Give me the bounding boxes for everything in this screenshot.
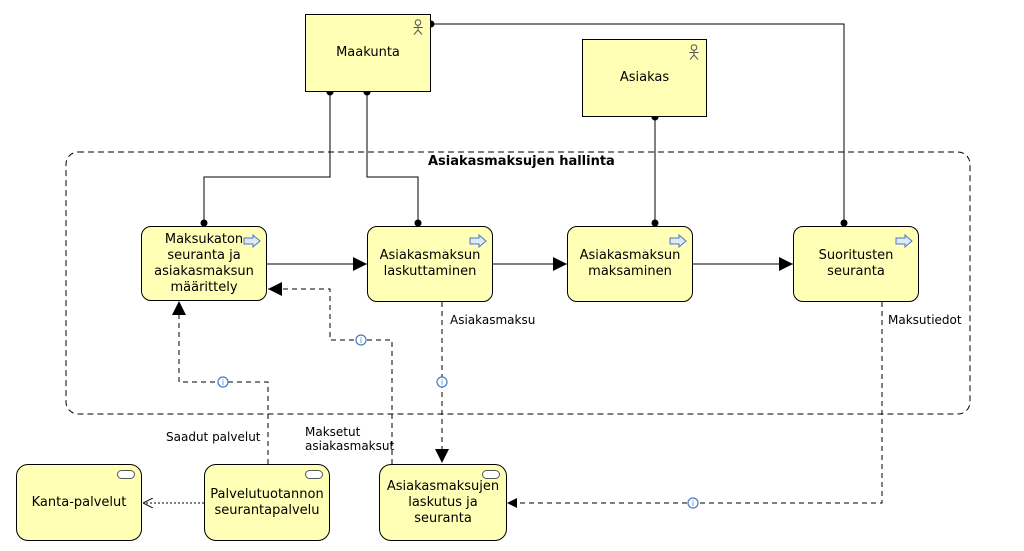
process-arrow-icon <box>669 234 687 248</box>
actor-icon <box>413 19 423 35</box>
process-arrow-icon <box>895 234 913 248</box>
process-maksaminen[interactable]: Asiakasmaksun maksaminen <box>567 226 693 302</box>
service-palvelutuotannon[interactable]: Palvelutuotannon seurantapalvelu <box>204 464 330 541</box>
process-laskuttaminen[interactable]: Asiakasmaksun laskuttaminen <box>367 226 493 302</box>
service-icon <box>117 470 135 479</box>
process-suoritusten-label: Suoritusten seuranta <box>818 248 894 279</box>
info-icon: i <box>217 376 229 388</box>
actor-icon <box>689 44 699 60</box>
edge-maakunta-maksukaton <box>200 88 334 227</box>
service-laskutus-label: Asiakasmaksujen laskutus ja seuranta <box>386 478 500 526</box>
service-laskutus[interactable]: Asiakasmaksujen laskutus ja seuranta <box>379 464 507 541</box>
info-icon: i <box>355 334 367 346</box>
svg-text:i: i <box>441 378 443 387</box>
svg-text:i: i <box>222 378 224 387</box>
actor-asiakas[interactable]: Asiakas <box>582 39 707 117</box>
service-palvelutuotannon-label: Palvelutuotannon seurantapalvelu <box>210 486 324 518</box>
flow-label-maksetut: Maksetut asiakasmaksut <box>305 425 395 453</box>
service-icon <box>482 470 500 479</box>
flow-label-saadut: Saadut palvelut <box>166 430 261 444</box>
flow-label-maksutiedot: Maksutiedot <box>888 313 962 327</box>
process-maksukaton[interactable]: Maksukaton seuranta ja asiakasmaksun mää… <box>141 226 267 301</box>
edge-maakunta-suoritusten <box>427 20 848 227</box>
info-icon: i <box>436 376 448 388</box>
flow-label-asiakasmaksu: Asiakasmaksu <box>450 313 536 327</box>
process-arrow-icon <box>469 234 487 248</box>
process-maksukaton-label: Maksukaton seuranta ja asiakasmaksun mää… <box>154 231 254 295</box>
process-laskuttaminen-label: Asiakasmaksun laskuttaminen <box>379 248 481 279</box>
service-kanta-label: Kanta-palvelut <box>31 494 127 510</box>
actor-asiakas-label: Asiakas <box>619 70 670 85</box>
edge-laskutus-maksukaton <box>268 282 393 464</box>
process-maksaminen-label: Asiakasmaksun maksaminen <box>579 248 681 279</box>
service-icon <box>305 470 323 479</box>
info-icon: i <box>687 497 699 509</box>
actor-maakunta[interactable]: Maakunta <box>305 14 431 92</box>
actor-maakunta-label: Maakunta <box>336 45 400 60</box>
svg-text:i: i <box>692 499 694 508</box>
svg-text:i: i <box>360 336 362 345</box>
service-kanta[interactable]: Kanta-palvelut <box>16 464 142 541</box>
group-title: Asiakasmaksujen hallinta <box>428 154 615 169</box>
edge-suoritusten-laskutus <box>507 302 883 508</box>
process-suoritusten[interactable]: Suoritusten seuranta <box>793 226 919 302</box>
process-arrow-icon <box>243 234 261 248</box>
edge-maakunta-laskuttaminen <box>363 88 422 227</box>
